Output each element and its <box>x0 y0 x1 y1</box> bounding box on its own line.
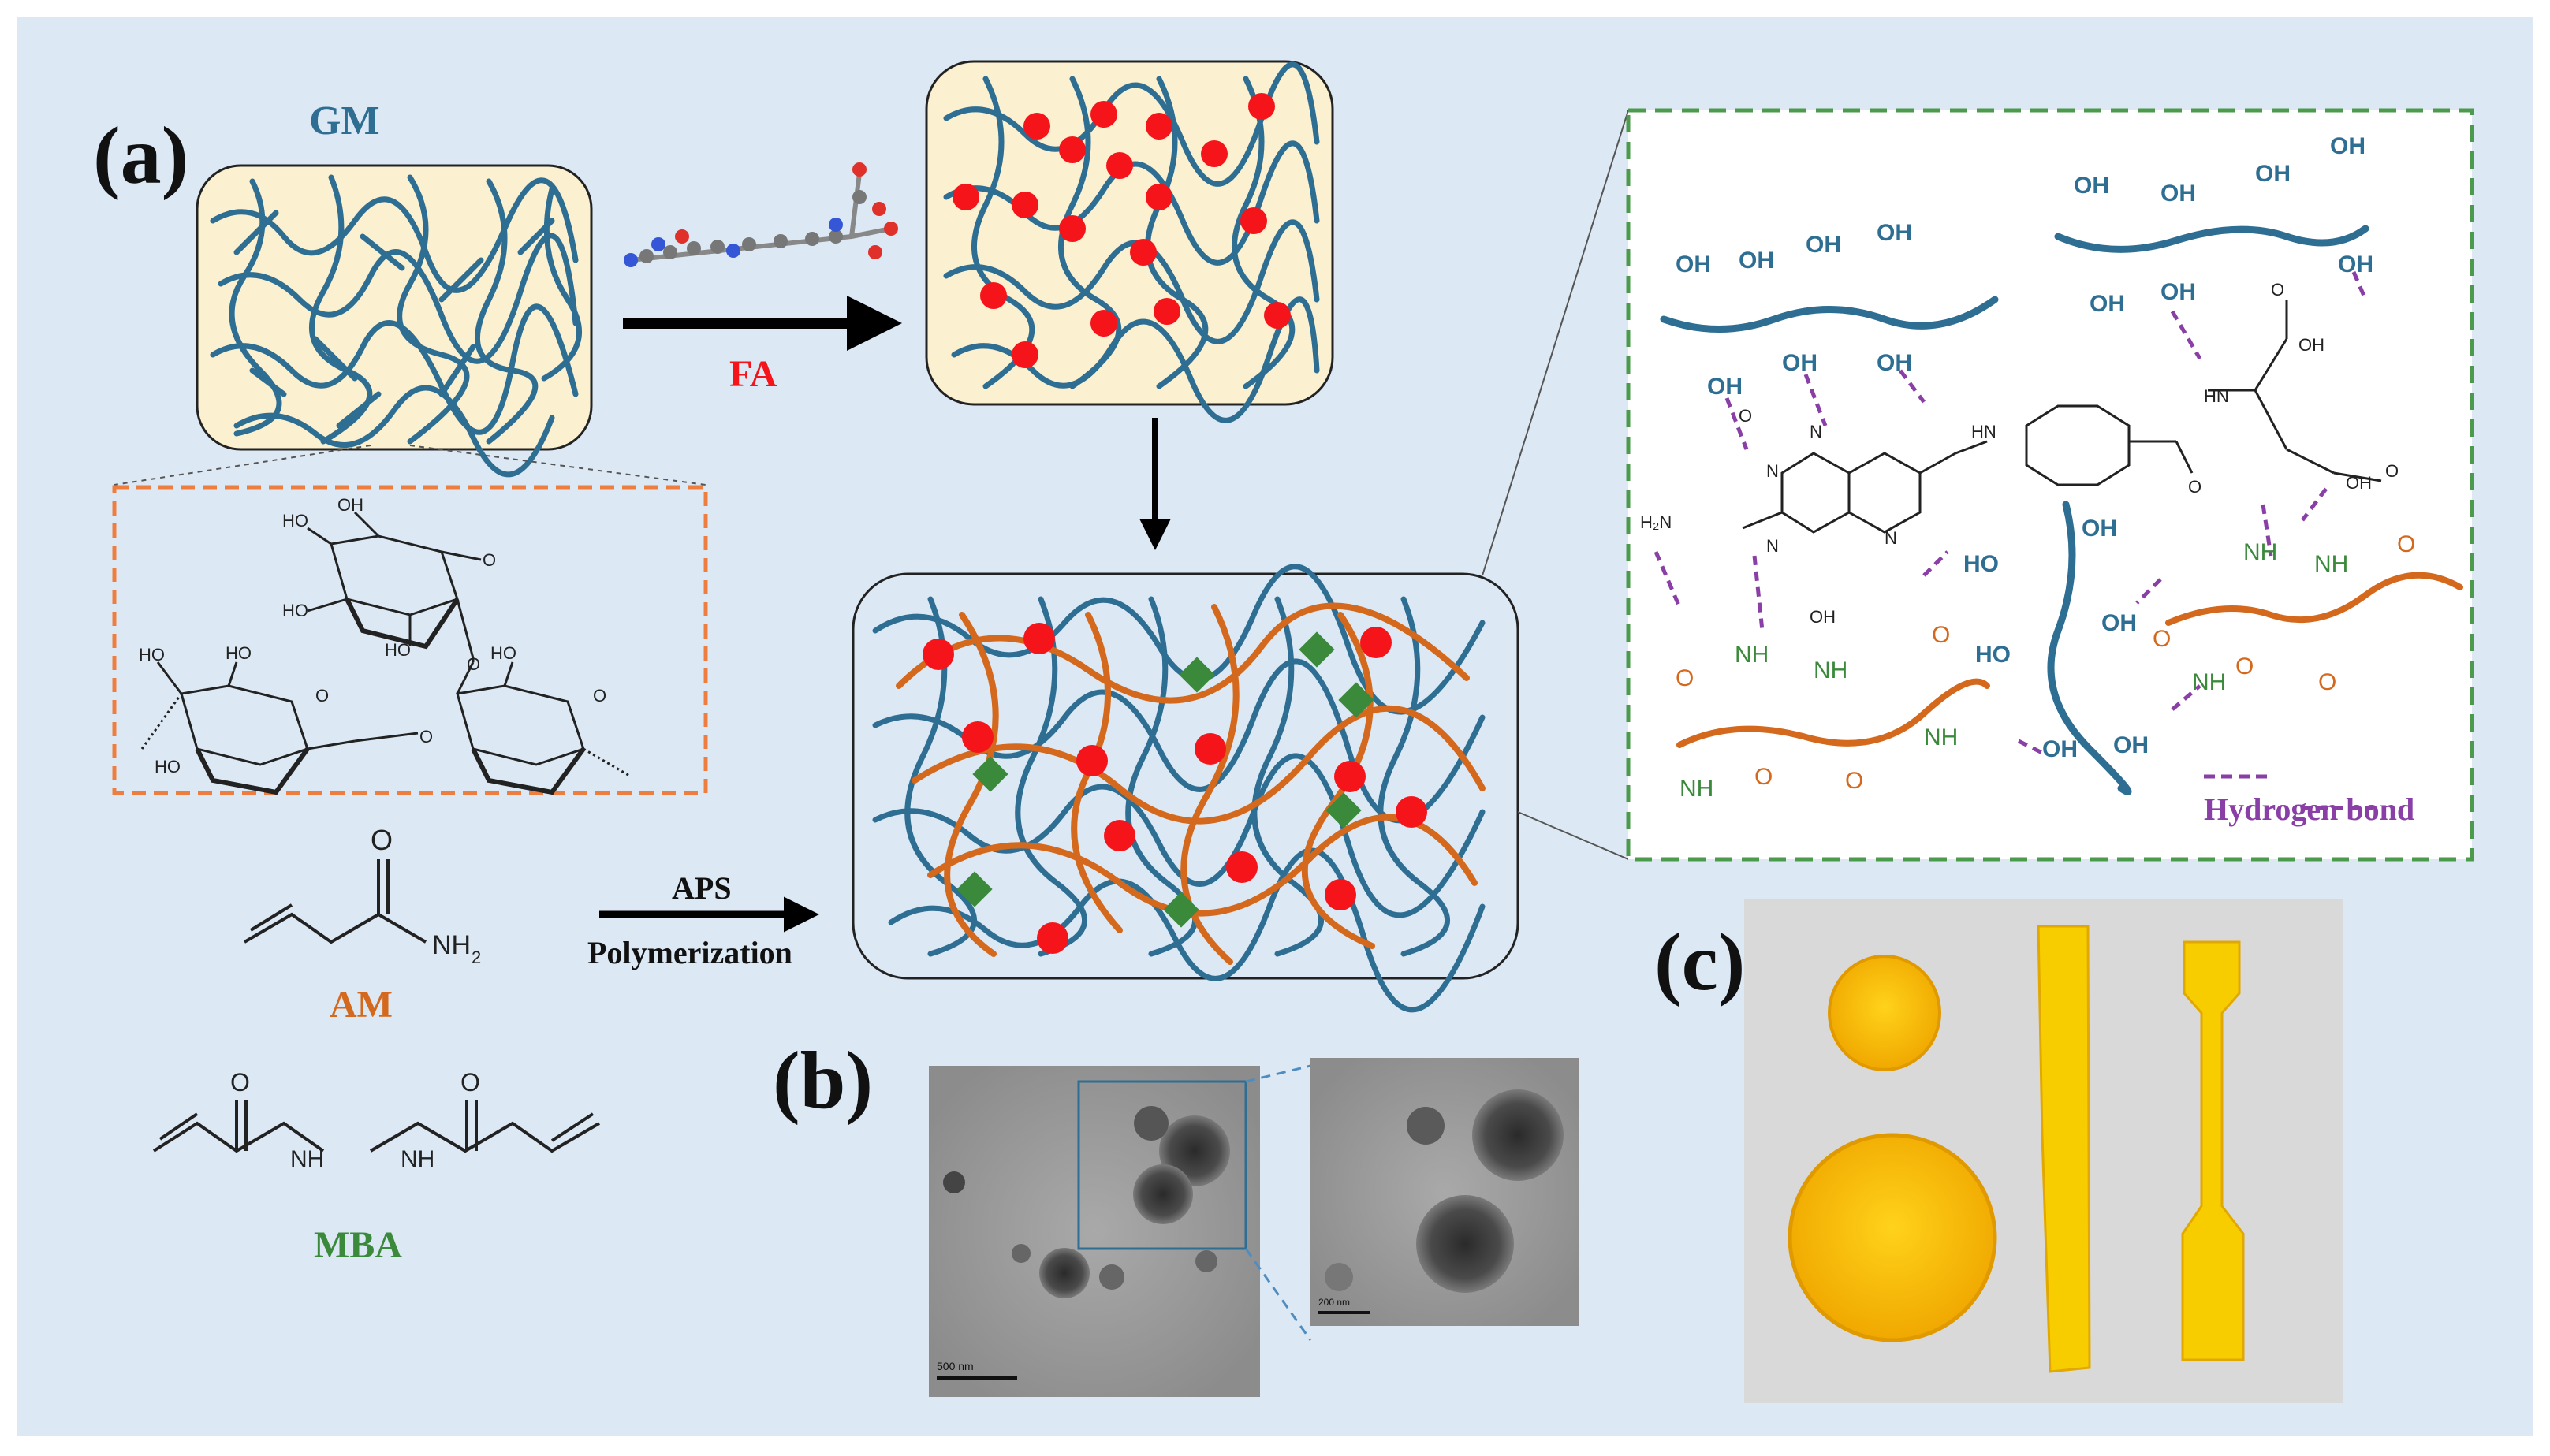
svg-text:O: O <box>1932 622 1950 648</box>
svg-text:NH: NH <box>1924 724 1958 750</box>
svg-text:OH: OH <box>2255 161 2291 187</box>
svg-text:NH: NH <box>1735 642 1769 668</box>
gm-label: GM <box>309 99 380 143</box>
svg-text:OH: OH <box>1676 251 1711 277</box>
gm-structure-box: HO OH HO HO O O HO HO HO O HO O O <box>112 485 708 795</box>
svg-text:NH: NH <box>2314 551 2348 577</box>
mba-label: MBA <box>314 1224 402 1266</box>
fa-label: FA <box>729 353 777 395</box>
svg-text:O: O <box>2385 461 2399 481</box>
svg-text:OH: OH <box>1877 350 1912 376</box>
svg-text:OH: OH <box>1782 350 1817 376</box>
svg-text:O: O <box>419 727 433 747</box>
svg-text:HO: HO <box>139 645 165 665</box>
hydrogen-bond-label: Hydrogen bond <box>2204 791 2414 827</box>
svg-text:O: O <box>230 1068 250 1097</box>
svg-text:NH: NH <box>1679 776 1713 802</box>
svg-text:O: O <box>1676 665 1694 691</box>
svg-text:OH: OH <box>2082 516 2117 542</box>
fa-molecule <box>624 162 898 267</box>
svg-text:HO: HO <box>490 643 516 663</box>
svg-text:NH: NH <box>1814 657 1847 683</box>
svg-text:HO: HO <box>1963 551 1999 577</box>
svg-text:O: O <box>315 686 329 706</box>
scale-bar-right: 200 nm <box>1318 1297 1350 1308</box>
svg-text:OH: OH <box>2074 173 2109 199</box>
svg-text:O: O <box>1754 764 1773 790</box>
gm-network-box <box>196 164 593 478</box>
svg-text:O: O <box>2235 654 2254 680</box>
svg-text:HO: HO <box>226 643 252 663</box>
svg-text:HO: HO <box>282 601 308 620</box>
svg-text:O: O <box>467 654 480 674</box>
svg-text:O: O <box>2188 477 2201 497</box>
svg-text:O: O <box>483 550 496 570</box>
svg-text:N: N <box>1766 461 1779 481</box>
svg-text:O: O <box>1739 406 1752 426</box>
svg-text:N: N <box>1766 536 1779 556</box>
svg-text:O: O <box>593 686 606 706</box>
aps-label: APS <box>672 870 732 906</box>
svg-text:OH: OH <box>1707 374 1743 400</box>
svg-text:NH: NH <box>432 930 471 960</box>
hydrogel-photo <box>1744 899 2343 1403</box>
svg-text:HO: HO <box>282 511 308 531</box>
svg-text:OH: OH <box>2330 133 2365 159</box>
svg-text:HO: HO <box>1975 642 2011 668</box>
tem-image-right: 200 nm <box>1310 1058 1579 1326</box>
polymerization-label: Polymerization <box>587 935 792 970</box>
svg-text:OH: OH <box>2101 610 2137 636</box>
svg-text:OH: OH <box>1739 248 1774 274</box>
am-structure <box>243 859 427 944</box>
svg-text:OH: OH <box>2113 732 2149 758</box>
svg-text:OH: OH <box>2090 291 2125 317</box>
svg-text:NH: NH <box>2192 669 2226 695</box>
panel-label-a: (a) <box>93 110 188 201</box>
svg-text:OH: OH <box>1810 607 1836 627</box>
svg-text:2: 2 <box>472 948 481 967</box>
panel-label-c: (c) <box>1654 917 1745 1007</box>
svg-text:OH: OH <box>2346 473 2372 493</box>
panel-label-b: (b) <box>773 1035 873 1126</box>
svg-text:H₂N: H₂N <box>1640 512 1672 532</box>
svg-text:O: O <box>1845 768 1863 794</box>
gm-fa-network-box <box>925 60 1334 423</box>
svg-text:O: O <box>2397 531 2415 557</box>
svg-text:O: O <box>371 824 393 856</box>
svg-text:O: O <box>2153 626 2171 652</box>
svg-text:NH: NH <box>290 1146 324 1172</box>
svg-text:N: N <box>1885 528 1897 548</box>
svg-text:O: O <box>2318 669 2336 695</box>
svg-text:OH: OH <box>1806 232 1841 258</box>
svg-text:HN: HN <box>1971 422 1996 441</box>
svg-text:OH: OH <box>337 495 363 515</box>
svg-text:OH: OH <box>2042 736 2078 762</box>
svg-text:OH: OH <box>2298 335 2324 355</box>
svg-text:O: O <box>2271 280 2284 300</box>
svg-text:OH: OH <box>2338 251 2373 277</box>
svg-text:N: N <box>1810 422 1822 441</box>
svg-text:HO: HO <box>385 640 411 660</box>
am-label: AM <box>330 984 393 1026</box>
tem-image-left: 500 nm <box>929 1066 1260 1397</box>
svg-text:NH: NH <box>2243 539 2277 565</box>
svg-text:NH: NH <box>401 1146 434 1172</box>
hydrogel-network-box <box>852 564 1519 1013</box>
scale-bar-left: 500 nm <box>937 1360 974 1372</box>
svg-text:HN: HN <box>2204 386 2229 406</box>
svg-text:OH: OH <box>2160 181 2196 207</box>
hydrogen-bond-zoom-box: OH OH OH OH OH OH OH OH OH OH OH OH OH OH OH HO… <box>1626 108 2474 862</box>
svg-text:OH: OH <box>1877 220 1912 246</box>
svg-text:O: O <box>460 1068 480 1097</box>
svg-text:HO: HO <box>155 757 181 776</box>
svg-text:OH: OH <box>2160 279 2196 305</box>
mba-structure <box>152 1100 601 1153</box>
